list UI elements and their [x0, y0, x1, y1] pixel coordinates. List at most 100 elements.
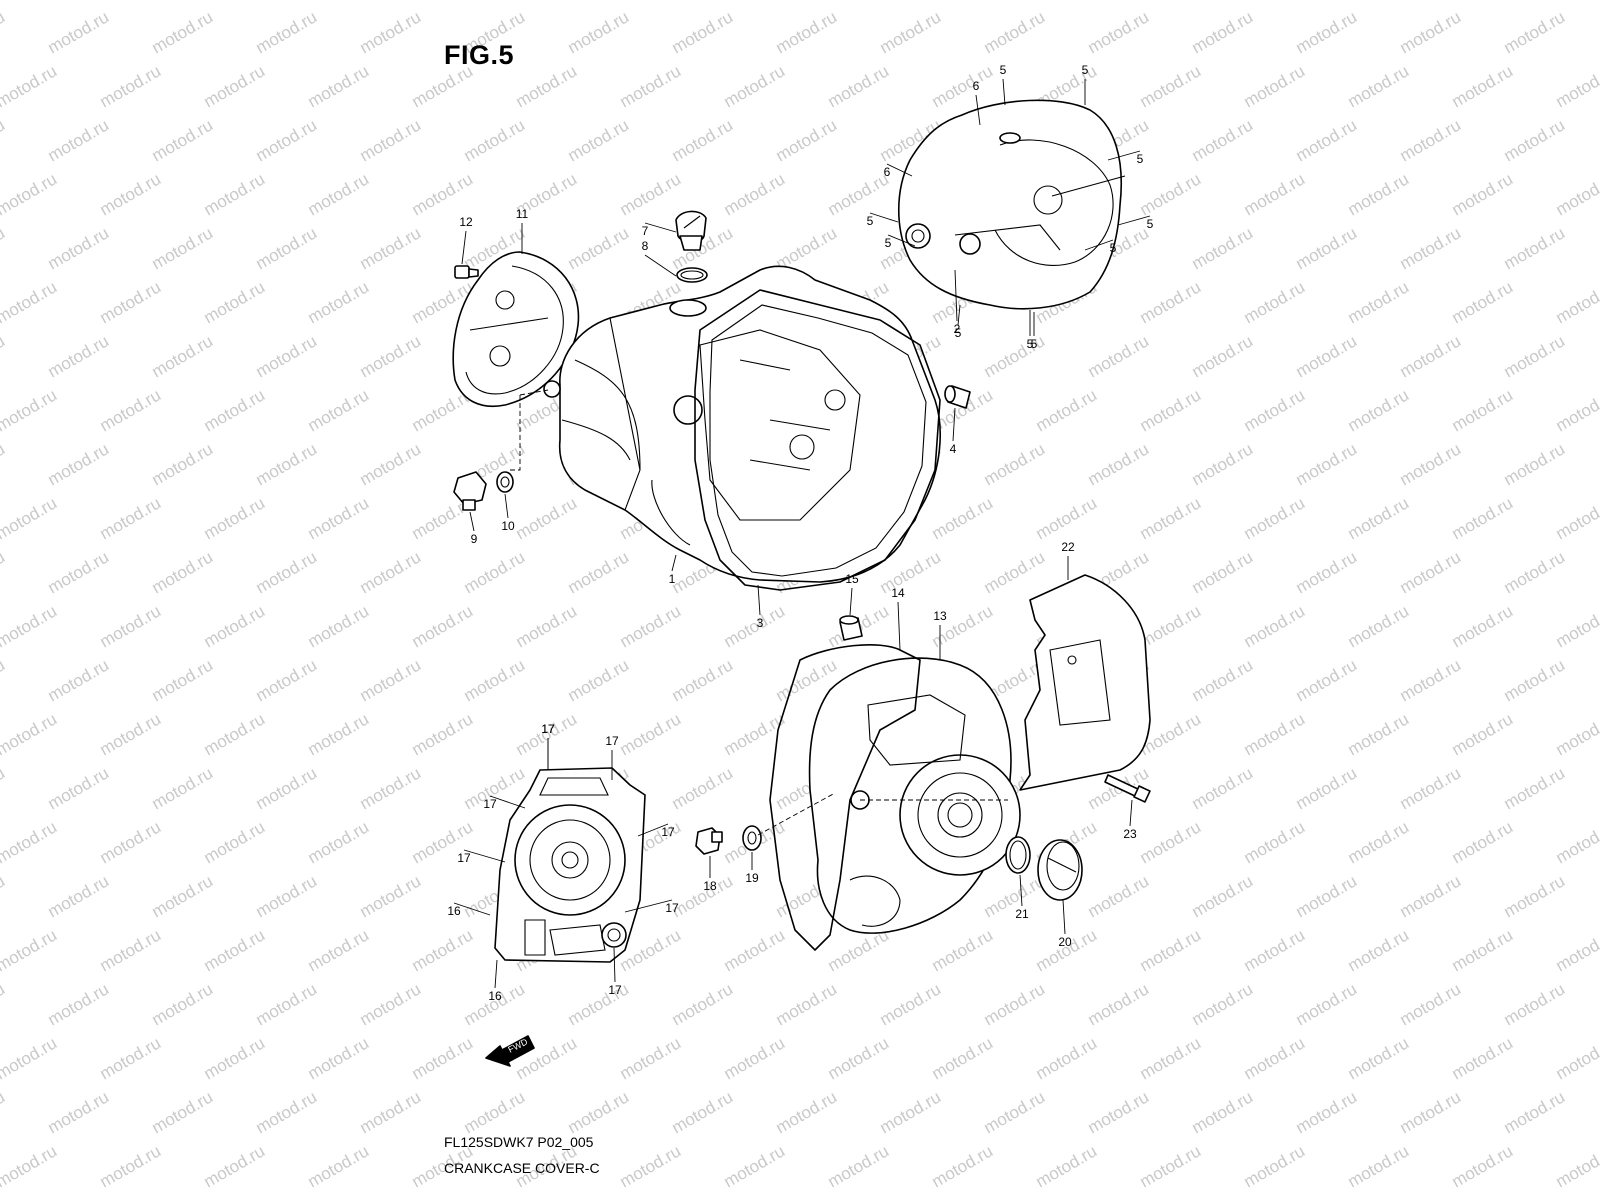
watermark-text: motod.ru — [1345, 61, 1413, 111]
watermark-text: motod.ru — [149, 115, 217, 165]
diagram-name: CRANKCASE COVER-C — [444, 1160, 600, 1176]
watermark-text: motod.ru — [0, 1087, 8, 1137]
watermark-text: motod.ru — [825, 1033, 893, 1083]
watermark-text: motod.ru — [149, 547, 217, 597]
callout-17: 17 — [665, 901, 679, 915]
watermark-text: motod.ru — [1449, 601, 1517, 651]
watermark-text: motod.ru — [1397, 979, 1465, 1029]
leader-line-17 — [463, 849, 506, 863]
watermark-text: motod.ru — [201, 169, 269, 219]
watermark-text: motod.ru — [721, 0, 789, 3]
watermark-text: motod.ru — [721, 925, 789, 975]
watermark-text: motod.ru — [0, 871, 8, 921]
watermark-text: motod.ru — [305, 385, 373, 435]
watermark-text: motod.ru — [1397, 115, 1465, 165]
callout-21: 21 — [1015, 907, 1029, 921]
watermark-text: motod.ru — [305, 709, 373, 759]
watermark-text: motod.ru — [1345, 169, 1413, 219]
watermark-text: motod.ru — [97, 709, 165, 759]
callout-5: 5 — [1027, 337, 1034, 351]
watermark-text: motod.ru — [253, 547, 321, 597]
part-4-dowel-pin — [944, 385, 971, 409]
watermark-text: motod.ru — [1553, 277, 1600, 327]
watermark-text: motod.ru — [1501, 223, 1569, 273]
watermark-text: motod.ru — [981, 331, 1049, 381]
watermark-text: motod.ru — [149, 871, 217, 921]
leader-line-5 — [1002, 78, 1006, 106]
watermark-text: motod.ru — [461, 1195, 529, 1200]
watermark-text: motod.ru — [149, 331, 217, 381]
watermark-text: motod.ru — [1293, 979, 1361, 1029]
watermark-text: motod.ru — [1449, 1141, 1517, 1191]
watermark-text: motod.ru — [565, 223, 633, 273]
reference-line — [757, 792, 836, 836]
watermark-text: motod.ru — [721, 1033, 789, 1083]
watermark-text: motod.ru — [1189, 223, 1257, 273]
watermark-text: motod.ru — [669, 1195, 737, 1200]
watermark-text: motod.ru — [825, 169, 893, 219]
watermark-text: motod.ru — [409, 1033, 477, 1083]
watermark-text: motod.ru — [0, 925, 60, 975]
watermark-text: motod.ru — [357, 1087, 425, 1137]
watermark-text: motod.ru — [0, 169, 60, 219]
watermark-text: motod.ru — [1293, 115, 1361, 165]
watermark-text: motod.ru — [1189, 1087, 1257, 1137]
watermark-text: motod.ru — [877, 7, 945, 57]
watermark-text: motod.ru — [45, 331, 113, 381]
watermark-text: motod.ru — [97, 277, 165, 327]
watermark-text: motod.ru — [1293, 1087, 1361, 1137]
watermark-text: motod.ru — [1137, 1033, 1205, 1083]
callout-14: 14 — [891, 586, 905, 600]
callout-13: 13 — [933, 609, 947, 623]
watermark-text: motod.ru — [0, 601, 60, 651]
watermark-text: motod.ru — [669, 115, 737, 165]
watermark-text: motod.ru — [1293, 223, 1361, 273]
watermark-text: motod.ru — [617, 0, 685, 3]
watermark-text: motod.ru — [1553, 817, 1600, 867]
watermark-text: motod.ru — [97, 601, 165, 651]
part-9-drain-bolt — [453, 471, 487, 511]
leader-line-9 — [469, 511, 475, 532]
watermark-text: motod.ru — [1137, 169, 1205, 219]
watermark-text: motod.ru — [1449, 385, 1517, 435]
leader-line-1 — [671, 554, 677, 572]
watermark-text: motod.ru — [0, 61, 60, 111]
watermark-text: motod.ru — [669, 7, 737, 57]
watermark-text: motod.ru — [0, 331, 8, 381]
watermark-text: motod.ru — [461, 115, 529, 165]
part-22-guard-plate — [1019, 574, 1151, 791]
watermark-text: motod.ru — [617, 169, 685, 219]
callout-5: 5 — [1000, 63, 1007, 77]
watermark-text: motod.ru — [1033, 925, 1101, 975]
leader-line-2 — [954, 269, 958, 322]
callout-5: 5 — [1031, 337, 1038, 351]
watermark-text: motod.ru — [45, 1087, 113, 1137]
callout-9: 9 — [471, 532, 478, 546]
watermark-text: motod.ru — [1189, 655, 1257, 705]
watermark-text: motod.ru — [149, 979, 217, 1029]
watermark-text: motod.ru — [721, 1141, 789, 1191]
watermark-text: motod.ru — [1553, 493, 1600, 543]
watermark-text: motod.ru — [513, 61, 581, 111]
watermark-text: motod.ru — [1085, 1195, 1153, 1200]
watermark-text: motod.ru — [1397, 655, 1465, 705]
watermark-text: motod.ru — [97, 493, 165, 543]
watermark-text: motod.ru — [149, 655, 217, 705]
leader-line-5 — [957, 304, 961, 326]
watermark-text: motod.ru — [721, 169, 789, 219]
callout-5: 5 — [955, 326, 962, 340]
watermark-text: motod.ru — [981, 1195, 1049, 1200]
watermark-text: motod.ru — [1293, 7, 1361, 57]
watermark-text: motod.ru — [929, 493, 997, 543]
watermark-text: motod.ru — [1033, 385, 1101, 435]
watermark-text: motod.ru — [357, 763, 425, 813]
watermark-text: motod.ru — [617, 601, 685, 651]
watermark-text: motod.ru — [513, 0, 581, 3]
watermark-text: motod.ru — [1085, 979, 1153, 1029]
watermark-text: motod.ru — [253, 655, 321, 705]
watermark-text: motod.ru — [1189, 1195, 1257, 1200]
watermark-text: motod.ru — [1085, 1087, 1153, 1137]
watermark-text: motod.ru — [461, 979, 529, 1029]
